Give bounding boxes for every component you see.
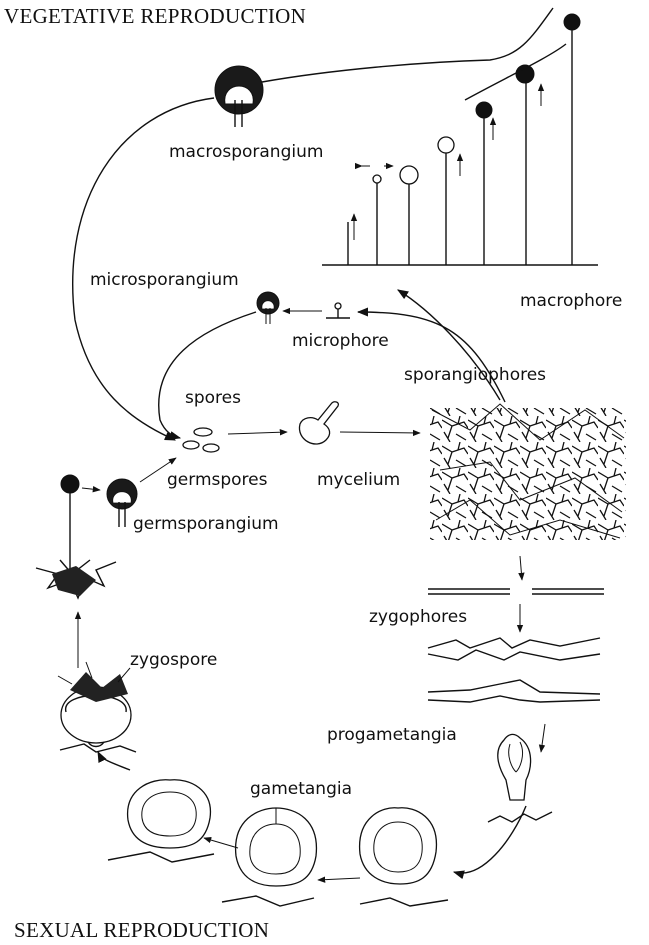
- label-macrosporangium: macrosporangium: [169, 142, 323, 162]
- title-sexual-reproduction: SEXUAL REPRODUCTION: [14, 918, 269, 943]
- zygospore-germinating-drawing: [36, 560, 116, 598]
- microphore-drawing: [326, 303, 350, 318]
- label-zygophores: zygophores: [369, 607, 467, 627]
- gametangia-right-to-middle-arrow: [318, 878, 360, 880]
- label-sporangiophores: sporangiophores: [404, 365, 546, 385]
- mycelium-to-microphore-arrow: [358, 312, 505, 402]
- zygophores-to-progametangia-arrow: [541, 724, 545, 752]
- microsporangium-drawing: [257, 292, 279, 324]
- gametangia-to-zygospore-arrow: [98, 752, 130, 770]
- title-vegetative-reproduction: VEGETATIVE REPRODUCTION: [4, 4, 306, 29]
- label-microphore: microphore: [292, 331, 389, 351]
- label-spores: spores: [185, 388, 241, 408]
- germsporangium-drawing: [61, 475, 137, 572]
- macrophore-development-series: [262, 8, 598, 265]
- spores-to-germination-arrow: [228, 432, 287, 434]
- progametangia-to-gametangia-arrow: [454, 806, 526, 873]
- label-germsporangium: germsporangium: [133, 514, 279, 534]
- gametangia-pair-middle: [222, 808, 316, 906]
- label-progametangia: progametangia: [327, 725, 457, 745]
- progametangia-drawing: [488, 734, 552, 822]
- gametangia-pair-left: [108, 780, 214, 862]
- label-zygospore: zygospore: [130, 650, 217, 670]
- microsporangium-to-spores-arrow: [159, 312, 256, 438]
- mycelium-to-zygophores-arrow: [520, 556, 522, 580]
- macrosporangium-drawing: [215, 66, 263, 127]
- mycelium-drawing: [430, 404, 626, 540]
- label-macrophore: macrophore: [520, 291, 622, 311]
- gametangia-middle-to-left-arrow: [204, 838, 238, 848]
- gametangia-pair-right: [360, 808, 448, 906]
- zygophores-drawing: [428, 589, 604, 702]
- spores-drawing: [183, 428, 219, 452]
- spore-to-mycelium-arrow: [340, 432, 420, 433]
- germinating-spore-drawing: [299, 402, 338, 444]
- label-germspores: germspores: [167, 470, 267, 490]
- zygospore-drawing: [58, 662, 136, 752]
- label-gametangia: gametangia: [250, 779, 352, 799]
- label-mycelium: mycelium: [317, 470, 400, 490]
- label-microsporangium: microsporangium: [90, 270, 239, 290]
